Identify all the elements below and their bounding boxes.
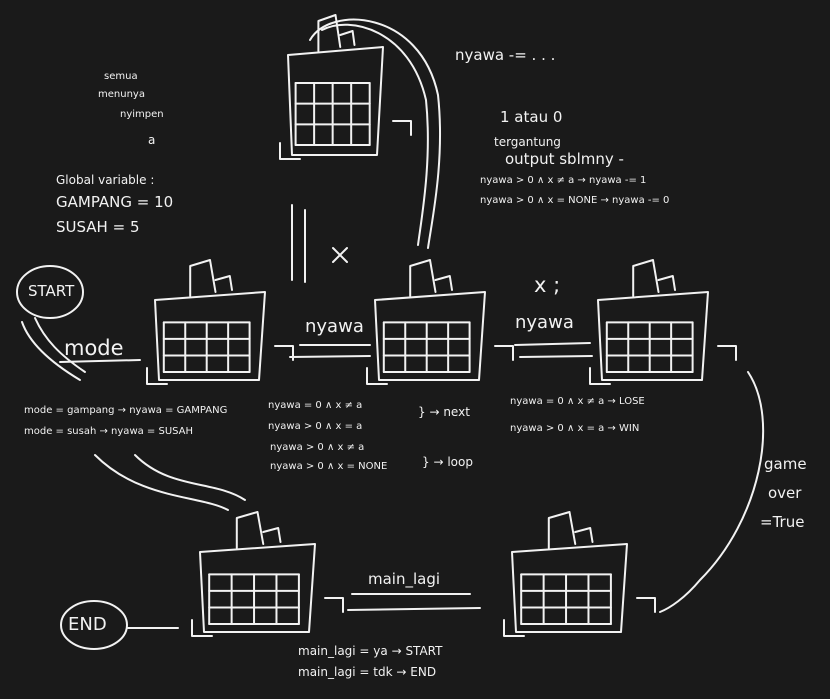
game-over-line2: over bbox=[768, 484, 802, 502]
end-circle bbox=[60, 600, 128, 650]
grid-node-end bbox=[191, 511, 344, 637]
grid-node-mode bbox=[146, 259, 294, 385]
end-node: END bbox=[68, 614, 107, 635]
grid-node-top bbox=[279, 14, 412, 160]
start-circle bbox=[16, 265, 84, 319]
edge-mode-line bbox=[59, 359, 141, 363]
edge-label-mode: mode bbox=[64, 336, 124, 360]
atau-note: 1 atau 0 bbox=[500, 108, 563, 126]
note-line-2: menunya bbox=[98, 89, 145, 100]
cond-middle-4: nyawa > 0 ∧ x = NONE bbox=[270, 461, 388, 472]
grid-node-middle bbox=[366, 259, 514, 385]
output-note: output sblmny - bbox=[505, 150, 624, 168]
rule-decrement-0: nyawa > 0 ∧ x = NONE → nyawa -= 0 bbox=[480, 195, 670, 206]
grid-node-right bbox=[589, 259, 737, 385]
game-over-line3: =True bbox=[760, 513, 805, 531]
global-gampang: GAMPANG = 10 bbox=[56, 193, 174, 211]
global-susah: SUSAH = 5 bbox=[56, 218, 140, 236]
cond-middle-3: nyawa > 0 ∧ x ≠ a bbox=[270, 442, 365, 453]
tergantung-note: tergantung bbox=[494, 135, 561, 149]
note-line-4: a bbox=[148, 133, 156, 147]
cond-mode-gampang: mode = gampang → nyawa = GAMPANG bbox=[24, 405, 228, 416]
cond-middle-1: nyawa = 0 ∧ x ≠ a bbox=[268, 400, 363, 411]
nyawa-decrement-note: nyawa -= . . . bbox=[455, 46, 556, 64]
grid-node-replay bbox=[503, 511, 656, 637]
x-semicolon-label: x ; bbox=[534, 273, 561, 297]
global-variable-title: Global variable : bbox=[56, 173, 155, 187]
game-over-line1: game bbox=[764, 455, 807, 473]
cond-next: } → next bbox=[418, 405, 470, 419]
note-line-3: nyimpen bbox=[120, 109, 164, 120]
cond-win: nyawa > 0 ∧ x = a → WIN bbox=[510, 423, 640, 434]
cond-mode-susah: mode = susah → nyawa = SUSAH bbox=[24, 426, 194, 437]
edge-nyawa2-line bbox=[514, 342, 591, 346]
cond-middle-2: nyawa > 0 ∧ x = a bbox=[268, 421, 363, 432]
cond-main-lagi-tdk: main_lagi = tdk → END bbox=[298, 665, 437, 679]
start-node: START bbox=[28, 282, 75, 300]
edge-label-main-lagi: main_lagi bbox=[368, 570, 441, 588]
cond-main-lagi-ya: main_lagi = ya → START bbox=[298, 644, 443, 658]
edge-label-nyawa-2: nyawa bbox=[515, 312, 574, 333]
rule-decrement-1: nyawa > 0 ∧ x ≠ a → nyawa -= 1 bbox=[480, 175, 647, 186]
start-to-mode-line bbox=[21, 321, 81, 381]
cond-loop: } → loop bbox=[422, 455, 473, 469]
game-over-line bbox=[659, 371, 765, 613]
note-line-1: semua bbox=[104, 71, 138, 82]
cond-lose: nyawa = 0 ∧ x ≠ a → LOSE bbox=[510, 396, 645, 407]
edge-label-nyawa-1: nyawa bbox=[305, 316, 364, 337]
